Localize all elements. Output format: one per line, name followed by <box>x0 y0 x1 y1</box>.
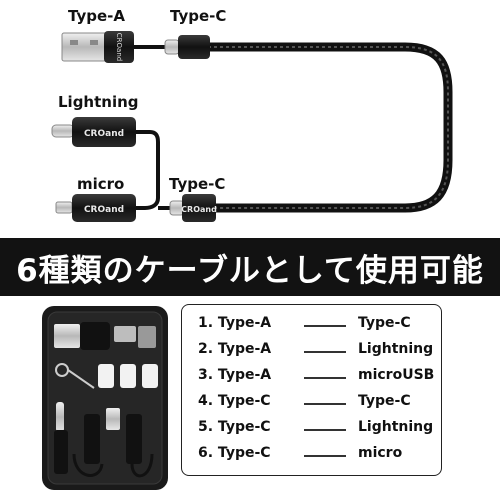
combination-connector-line <box>304 377 346 379</box>
combination-from: 3. Type-A <box>198 367 272 383</box>
cable-illustration: CROand CROand CROand CROand <box>51 31 453 222</box>
combination-to: Type-C <box>358 393 411 409</box>
combination-connector-line <box>304 429 346 431</box>
combination-to: Lightning <box>358 419 434 435</box>
combination-to: Lightning <box>358 341 434 357</box>
list-item: 6. Type-C micro <box>198 445 438 467</box>
combination-to: microUSB <box>358 367 435 383</box>
brand-mark-4: CROand <box>181 205 217 214</box>
combination-connector-line <box>304 455 346 457</box>
combination-from: 2. Type-A <box>198 341 272 357</box>
lightning-connector <box>51 117 136 147</box>
label-micro: micro <box>77 175 125 193</box>
combination-from: 4. Type-C <box>198 393 271 409</box>
combination-from: 1. Type-A <box>198 315 272 331</box>
storage-case-illustration <box>42 306 168 490</box>
combination-from: 5. Type-C <box>198 419 271 435</box>
list-item: 4. Type-C Type-C <box>198 393 438 415</box>
list-item: 2. Type-A Lightning <box>198 341 438 363</box>
combinations-list: 1. Type-A Type-C 2. Type-A Lightning 3. … <box>181 304 442 476</box>
brand-mark-1: CROand <box>115 33 123 61</box>
label-type-c-mid: Type-C <box>169 175 226 193</box>
list-item: 5. Type-C Lightning <box>198 419 438 441</box>
label-type-c-top: Type-C <box>170 7 227 25</box>
feature-banner: 6種類のケーブルとして使用可能 <box>0 238 500 296</box>
combination-to: Type-C <box>358 315 411 331</box>
micro-connector <box>55 194 136 222</box>
link-cable-side <box>135 130 160 210</box>
main-cable <box>203 42 453 213</box>
type-a-connector <box>61 31 134 63</box>
list-item: 3. Type-A microUSB <box>198 367 438 389</box>
brand-mark-3: CROand <box>84 205 124 215</box>
combination-from: 6. Type-C <box>198 445 271 461</box>
list-item: 1. Type-A Type-C <box>198 315 438 337</box>
label-lightning: Lightning <box>58 93 139 111</box>
type-c-top-connector <box>164 35 210 59</box>
type-c-mid-connector <box>169 194 216 222</box>
combination-connector-line <box>304 403 346 405</box>
brand-mark-2: CROand <box>84 129 124 139</box>
combination-connector-line <box>304 325 346 327</box>
combination-to: micro <box>358 445 403 461</box>
combination-connector-line <box>304 351 346 353</box>
label-type-a: Type-A <box>68 7 125 25</box>
